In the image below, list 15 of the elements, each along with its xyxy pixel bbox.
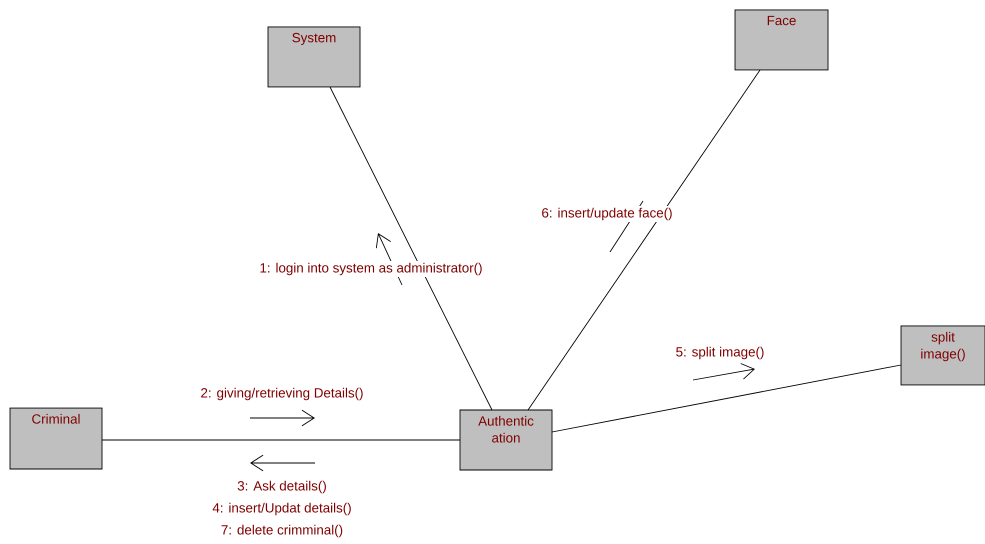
message-label: 3: Ask details() [238, 480, 326, 494]
message-label: 7: delete crimminal() [222, 524, 342, 538]
edge-label: 6: insert/update face() [540, 206, 674, 222]
connector [552, 364, 902, 432]
object-box: Criminal [10, 408, 102, 470]
connector [330, 86, 492, 410]
message-label: 4: insert/Updat details() [212, 502, 351, 516]
object-box: Face [734, 10, 828, 70]
edge-label: 1: login into system as administrator() [258, 261, 484, 277]
object-box: System [268, 26, 360, 88]
object-box: split image() [900, 326, 985, 386]
edge-label: 2: giving/retrieving Details() [198, 386, 366, 402]
connector [528, 70, 760, 410]
object-box: Authentic ation [460, 410, 552, 470]
edge-label: 5: split image() [674, 345, 766, 361]
